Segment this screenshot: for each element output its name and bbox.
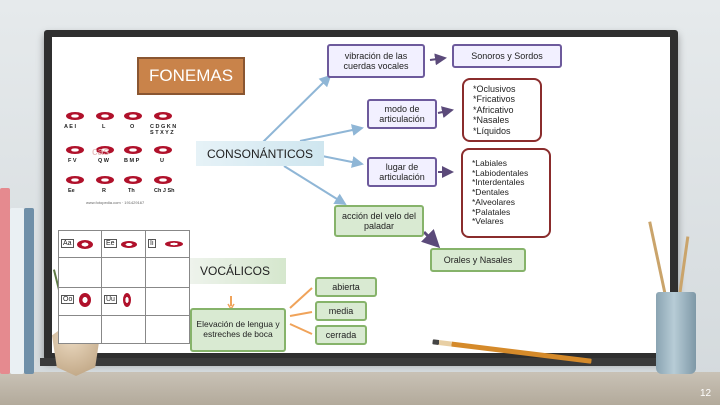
lip-label: Q W — [98, 158, 109, 164]
page-number: 12 — [700, 388, 712, 399]
whiteboard-tray — [40, 358, 682, 366]
lip-label: F V — [68, 158, 77, 164]
sonoros-sordos-node: Sonoros y Sordos — [452, 44, 562, 68]
connector-abierta — [289, 287, 313, 309]
brush-cup — [656, 292, 696, 374]
arrow-sonoros — [429, 53, 447, 66]
accion-node: acción del velo del paladar — [334, 205, 424, 237]
connector-modo — [299, 124, 364, 142]
modo-list-node: *Oclusivos *Fricativos *Africativo *Nasa… — [462, 78, 542, 142]
lip-label: Ch J Sh — [154, 188, 175, 194]
lip-label: C D G K N S T X Y Z — [150, 124, 177, 136]
list-item: *Oclusivos — [473, 84, 516, 95]
connector-media — [289, 311, 313, 317]
lip-shape — [124, 176, 142, 184]
elevacion-node: Elevación de lengua y estreches de boca — [190, 308, 286, 352]
lip-shape — [66, 112, 84, 120]
list-item: *Africativo — [473, 104, 514, 115]
lugar-node: lugar de articulación — [367, 157, 437, 187]
lip-shape — [96, 176, 114, 184]
image-credit: www.fotopedia.com · 191429167 — [86, 200, 145, 205]
lip-shape — [154, 112, 172, 120]
vowel-lip-grid: Aa Ee Ii Oo Uu — [58, 230, 190, 344]
book-blue — [24, 208, 34, 374]
lip-label: A E I — [64, 124, 77, 130]
lip-shape — [121, 241, 137, 248]
arrow-modo-list — [437, 106, 454, 118]
cerrada-node: cerrada — [315, 325, 367, 345]
list-item: *Fricativos — [473, 94, 516, 105]
lip-shapes-chart: A E I L O C D G K N S T X Y Z F V Q W B … — [58, 100, 182, 204]
orales-nasales-node: Orales y Nasales — [430, 248, 526, 272]
book-pink — [0, 188, 10, 374]
lip-shape — [79, 293, 91, 307]
lip-shape — [154, 146, 172, 154]
vowel-label: Uu — [104, 295, 117, 304]
consonanticos-node: CONSONÁNTICOS — [196, 141, 324, 166]
lip-shape — [124, 146, 142, 154]
lip-shape — [124, 112, 142, 120]
list-item: *Labiodentales — [472, 167, 529, 178]
lip-shape — [96, 112, 114, 120]
lip-shape — [66, 176, 84, 184]
abierta-node: abierta — [315, 277, 377, 297]
connector-vibracion — [261, 74, 332, 144]
lip-label: L — [102, 124, 106, 130]
lip-shape — [123, 293, 131, 307]
book-white — [10, 208, 24, 374]
modo-node: modo de articulación — [367, 99, 437, 129]
list-item: *Dentales — [472, 187, 509, 198]
vowel-label: Oo — [61, 295, 75, 304]
list-item: *Líquidos — [473, 125, 511, 136]
grid-divider — [59, 287, 189, 288]
arrow-orales — [421, 229, 441, 249]
vowel-label: Ii — [148, 239, 156, 248]
list-item: *Labiales — [472, 157, 507, 168]
lip-label: O — [130, 124, 135, 130]
lip-label: U — [160, 158, 164, 164]
lip-label: Ee — [68, 188, 75, 194]
list-item: *Interdentales — [472, 177, 525, 188]
media-node: media — [315, 301, 367, 321]
lip-label: R — [102, 188, 106, 194]
lip-shape — [154, 176, 172, 184]
list-item: *Nasales — [473, 115, 510, 126]
lip-shape — [66, 146, 84, 154]
fonemas-title: FONEMAS — [137, 57, 245, 95]
lip-shape — [96, 146, 114, 154]
grid-divider — [59, 315, 189, 316]
list-item: *Alveolares — [472, 196, 515, 207]
vibracion-node: vibración de las cuerdas vocales — [327, 44, 425, 78]
lip-shape — [165, 241, 183, 247]
list-item: *Palatales — [472, 206, 511, 217]
modo-list: *Oclusivos *Fricativos *Africativo *Nasa… — [473, 84, 516, 136]
connector-cerrada — [289, 323, 313, 335]
vowel-label: Ee — [104, 239, 117, 248]
connector-accion — [283, 165, 347, 206]
vocalicos-node: VOCÁLICOS — [190, 258, 286, 284]
lugar-list-node: *Labiales *Labiodentales *Interdentales … — [461, 148, 551, 238]
list-item: *Velares — [472, 216, 504, 227]
connector-lugar — [321, 155, 364, 168]
lip-shape — [77, 240, 93, 249]
grid-divider — [59, 257, 189, 258]
lugar-list: *Labiales *Labiodentales *Interdentales … — [472, 157, 529, 227]
watermark-text: cas — [92, 146, 110, 158]
desk-surface — [0, 372, 720, 405]
lip-label: Th — [128, 188, 135, 194]
vowel-label: Aa — [61, 239, 74, 248]
lip-label: B M P — [124, 158, 140, 164]
